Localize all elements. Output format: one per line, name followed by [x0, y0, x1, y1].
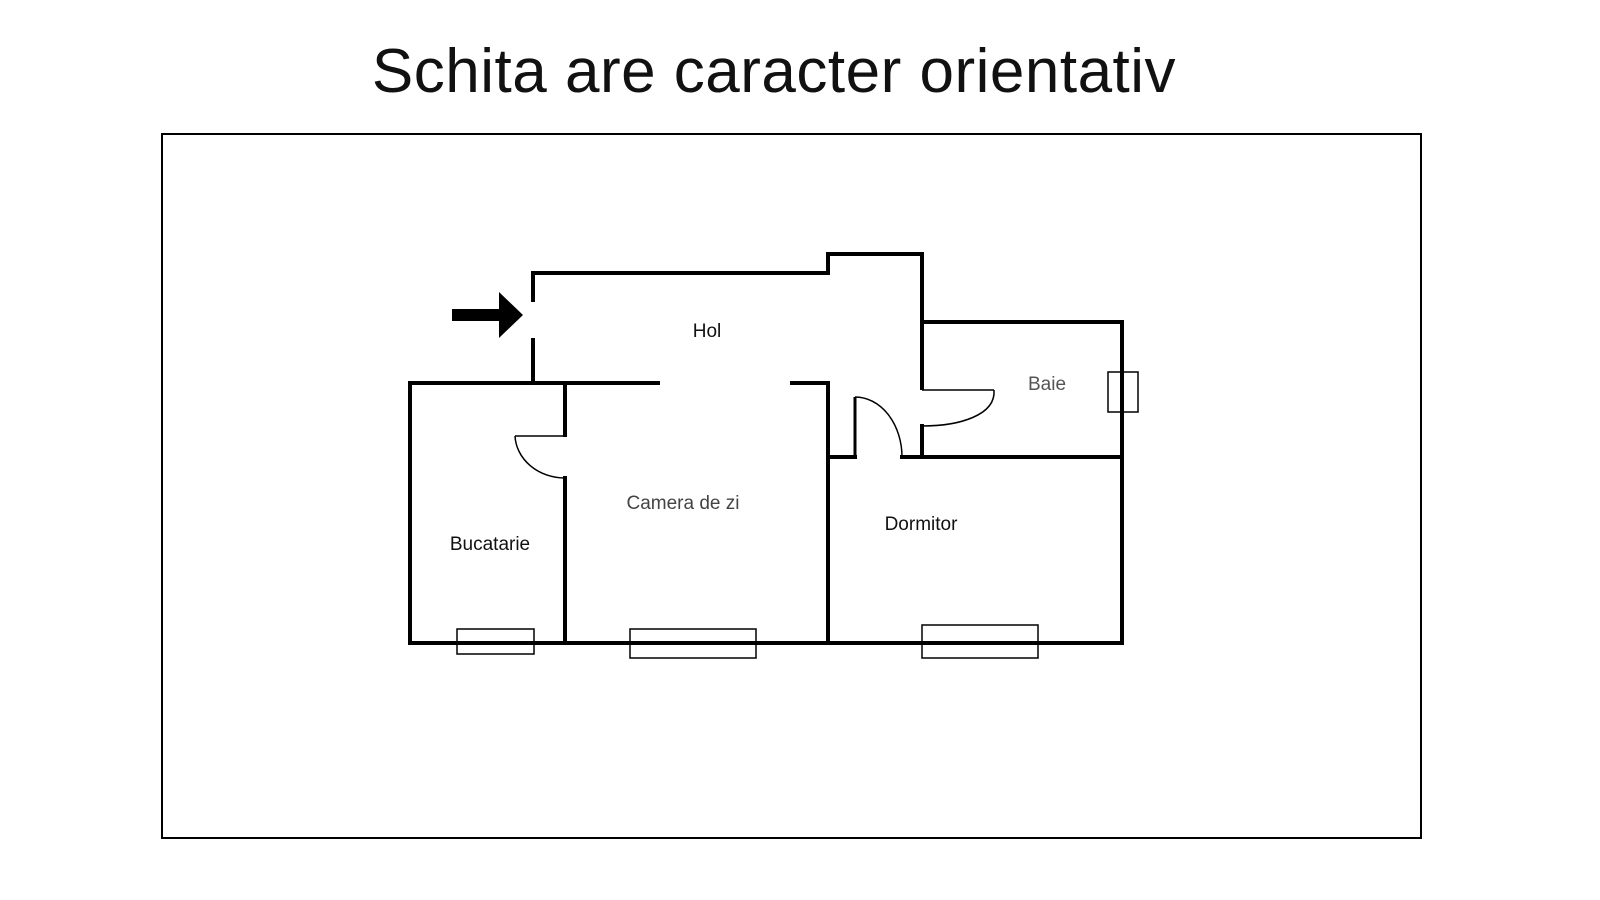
bedroom-window [921, 624, 1039, 659]
page-title: Schita are caracter orientativ [371, 37, 1177, 106]
entrance-arrow-icon [452, 292, 523, 338]
doors [514, 389, 995, 479]
kitchen-window [456, 628, 535, 655]
bathroom-window [1107, 371, 1139, 413]
room-label-baie: Baie [1028, 374, 1066, 395]
walls [408, 252, 1124, 645]
plan-frame [161, 133, 1422, 839]
room-label-camera-de-zi: Camera de zi [627, 493, 740, 514]
room-label-bucatarie: Bucatarie [450, 534, 530, 555]
kitchen-door [514, 435, 566, 479]
room-label-dormitor: Dormitor [885, 514, 959, 535]
bathroom-door [921, 389, 995, 427]
bedroom-door [853, 396, 903, 458]
room-label-hol: Hol [693, 321, 722, 342]
living-room-window [629, 628, 757, 659]
windows [456, 371, 1139, 659]
